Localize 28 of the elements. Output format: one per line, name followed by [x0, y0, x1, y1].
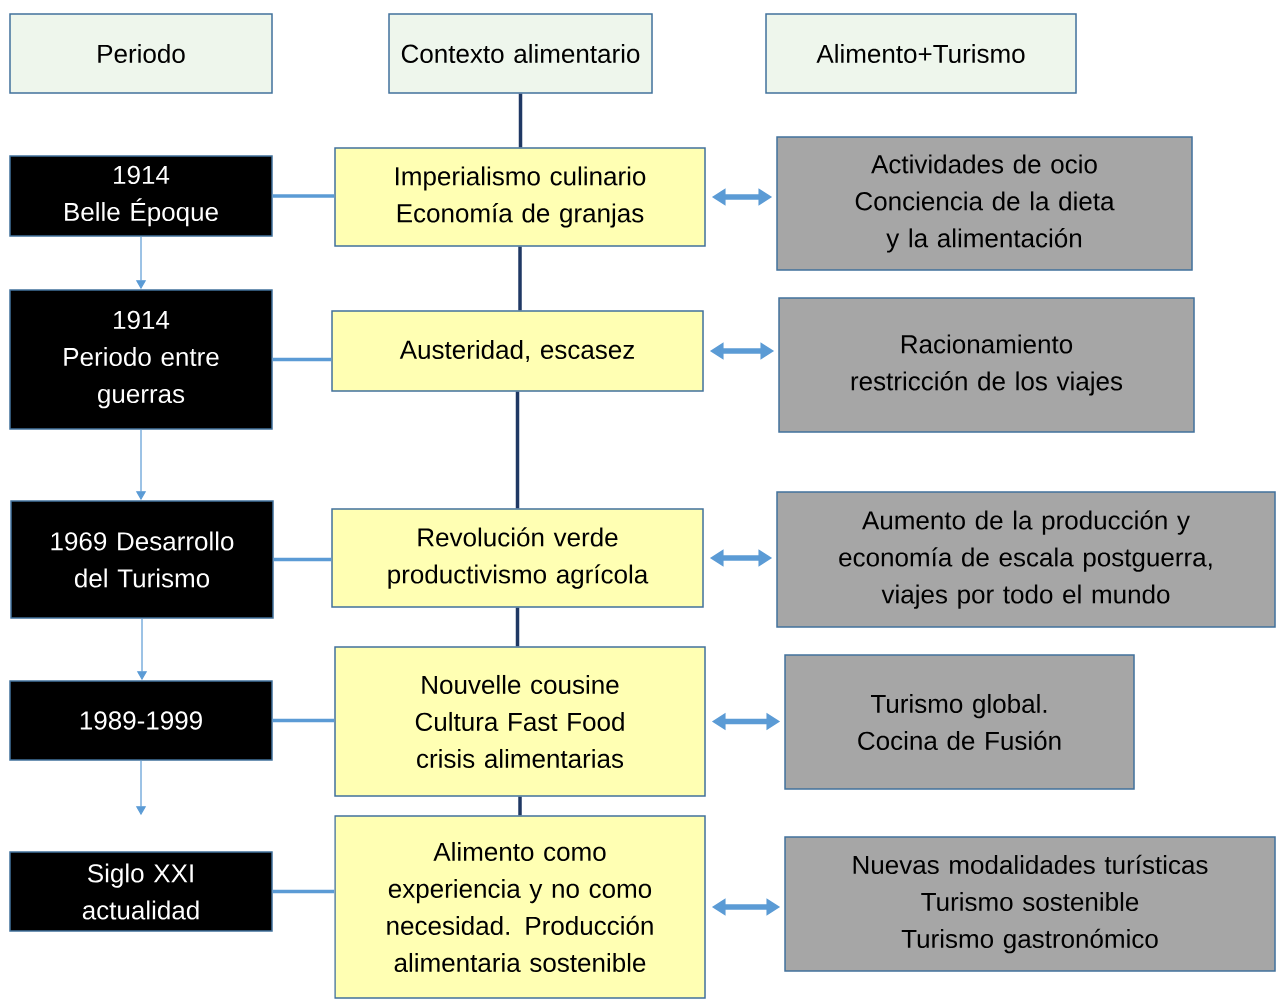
- period-box: 1989-1999: [9, 680, 273, 761]
- timeline-line: [515, 391, 520, 509]
- connector-line: [272, 889, 335, 894]
- context-box: Austeridad, escasez: [331, 310, 704, 392]
- header-box: Contexto alimentario: [388, 13, 653, 94]
- period-box: 1914 Periodo entre guerras: [9, 289, 273, 430]
- header-box: Periodo: [9, 13, 273, 94]
- context-box: Nouvelle cousine Cultura Fast Food crisis alimentarias: [334, 646, 706, 797]
- period-box: Siglo XXI actualidad: [9, 851, 273, 932]
- timeline-line: [515, 607, 520, 647]
- tourism-box: Turismo global. Cocina de Fusión: [784, 654, 1135, 790]
- context-box: Revolución verde productivismo agrícola: [331, 508, 704, 608]
- header-box: Alimento+Turismo: [765, 13, 1077, 94]
- tourism-box: Aumento de la producción y economía de escala postguerra, viajes por todo el mundo: [776, 491, 1276, 628]
- connector-line: [272, 194, 335, 198]
- timeline-line: [518, 93, 523, 148]
- period-box: 1914 Belle Époque: [9, 155, 273, 237]
- tourism-box: Nuevas modalidades turísticas Turismo sostenible Turismo gastronómico: [784, 836, 1276, 972]
- period-box: 1969 Desarrollo del Turismo: [10, 500, 274, 619]
- connector-line: [272, 357, 332, 362]
- context-box: Imperialismo culinario Economía de granjas: [334, 147, 706, 247]
- tourism-box: Actividades de ocio Conciencia de la dieta y la alimentación: [776, 136, 1193, 271]
- timeline-line: [518, 796, 522, 816]
- timeline-line: [518, 246, 522, 311]
- connector-line: [273, 557, 332, 562]
- context-box: Alimento como experiencia y no como necesidad. Producción alimentaria sostenible: [334, 815, 706, 999]
- tourism-box: Racionamiento restricción de los viajes: [778, 297, 1195, 433]
- connector-line: [272, 718, 335, 723]
